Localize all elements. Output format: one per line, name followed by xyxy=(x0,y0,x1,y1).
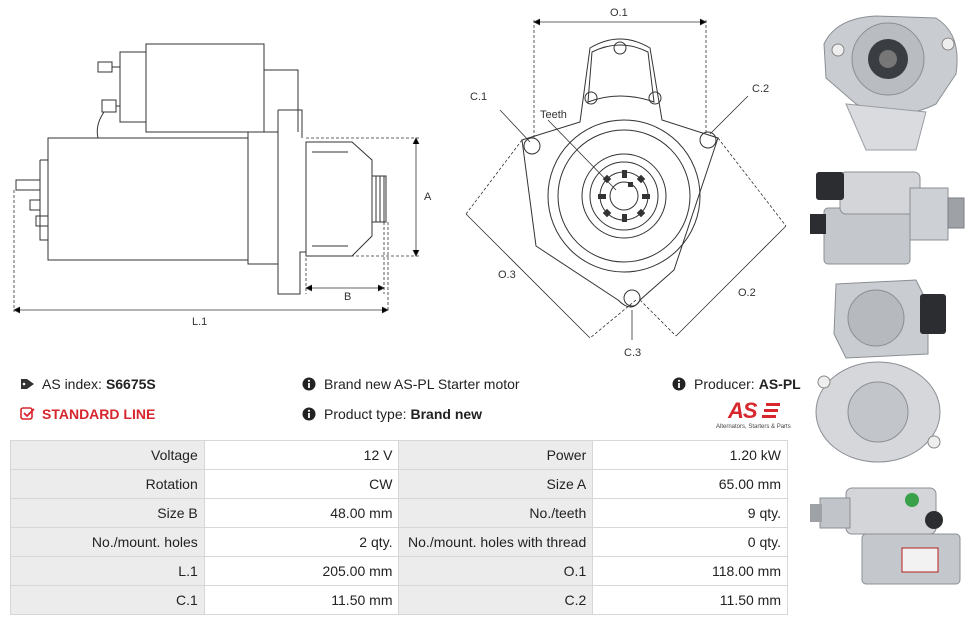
spec-label: Voltage xyxy=(10,440,205,470)
spec-label: Power xyxy=(398,440,594,470)
spec-value: 0 qty. xyxy=(592,527,788,557)
producer: Producer: AS-PL xyxy=(672,376,801,392)
spec-value: 118.00 mm xyxy=(592,556,788,586)
spec-label: No./mount. holes with thread xyxy=(398,527,594,557)
standard-line-text: STANDARD LINE xyxy=(42,406,156,422)
producer-label: Producer: xyxy=(694,376,755,392)
product-photo-top[interactable] xyxy=(806,478,968,590)
spec-value: 11.50 mm xyxy=(592,585,788,615)
as-index-label: AS index: xyxy=(42,376,102,392)
dim-c3-label: C.3 xyxy=(624,347,641,359)
dim-c2-label: C.2 xyxy=(752,83,769,95)
spec-value: 205.00 mm xyxy=(203,556,400,586)
product-type: Product type: Brand new xyxy=(302,406,482,422)
standard-line-badge: STANDARD LINE xyxy=(20,406,155,422)
dim-c1-label: C.1 xyxy=(470,91,487,103)
spec-value: 1.20 kW xyxy=(592,440,788,470)
product-photo-rear[interactable] xyxy=(806,274,968,466)
product-type-label: Product type: xyxy=(324,406,407,422)
checkbox-icon xyxy=(20,407,35,420)
front-view-drawing: O.1 C.1 C.2 Teeth O.3 O.2 C.3 xyxy=(465,7,787,359)
spec-label: C.1 xyxy=(10,585,205,615)
product-photo-side[interactable] xyxy=(806,158,968,270)
teeth-label: Teeth xyxy=(540,109,567,121)
spec-label: Size A xyxy=(398,469,594,499)
as-pl-logo: AS Alternators, Starters & Parts xyxy=(716,398,792,432)
dim-a-label: A xyxy=(424,191,432,203)
dim-b-label: B xyxy=(344,291,351,303)
description-text: Brand new AS-PL Starter motor xyxy=(324,376,520,392)
logo-mark: AS xyxy=(728,398,758,423)
spec-value: 65.00 mm xyxy=(592,469,788,499)
tag-icon xyxy=(21,379,34,389)
spec-label: C.2 xyxy=(398,585,594,615)
as-index-value: S6675S xyxy=(105,376,156,392)
info-icon xyxy=(302,377,316,391)
spec-value: CW xyxy=(203,469,400,499)
spec-label: Size B xyxy=(10,498,205,528)
producer-value: AS-PL xyxy=(758,376,801,392)
dim-o2-label: O.2 xyxy=(738,287,756,299)
spec-label: Rotation xyxy=(10,469,205,499)
dim-o1-label: O.1 xyxy=(610,7,628,19)
product-photo-front[interactable] xyxy=(806,4,968,154)
spec-label: O.1 xyxy=(398,556,594,586)
spec-value: 12 V xyxy=(203,440,400,470)
info-icon xyxy=(302,407,316,421)
spec-value: 48.00 mm xyxy=(203,498,400,528)
spec-value: 9 qty. xyxy=(592,498,788,528)
info-icon xyxy=(672,377,686,391)
as-index: AS index: S6675S xyxy=(20,376,156,392)
spec-label: L.1 xyxy=(10,556,205,586)
spec-label: No./teeth xyxy=(398,498,594,528)
side-view-drawing: A B L.1 xyxy=(13,43,432,328)
spec-value: 2 qty. xyxy=(203,527,400,557)
dim-l1-label: L.1 xyxy=(192,316,207,328)
product-description: Brand new AS-PL Starter motor xyxy=(302,376,520,392)
product-type-value: Brand new xyxy=(410,406,483,422)
logo-tagline: Alternators, Starters & Parts xyxy=(716,424,791,430)
spec-value: 11.50 mm xyxy=(203,585,400,615)
spec-label: No./mount. holes xyxy=(10,527,205,557)
dim-o3-label: O.3 xyxy=(498,269,516,281)
